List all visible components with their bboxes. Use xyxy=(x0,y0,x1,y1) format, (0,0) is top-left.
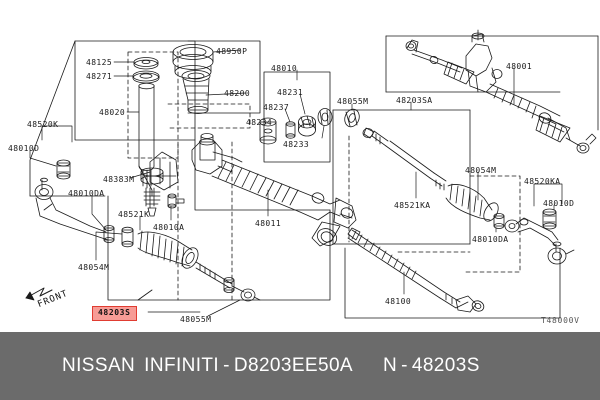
part-label-48237[interactable]: 48237 xyxy=(263,103,290,112)
part-label-48010DA[interactable]: 48010DA xyxy=(68,189,105,198)
part-label-48055M[interactable]: 48055M xyxy=(337,97,369,106)
part-label-48521KA[interactable]: 48521KA xyxy=(394,201,431,210)
brand-infiniti: INFINITI xyxy=(144,355,220,376)
part-label-48054M[interactable]: 48054M xyxy=(78,263,110,272)
part-label-48234[interactable]: 48234 xyxy=(246,118,273,127)
footer-suffix-dash: - xyxy=(401,355,408,376)
part-label-48203S-highlighted[interactable]: 48203S xyxy=(92,306,137,321)
part-label-48383M[interactable]: 48383M xyxy=(103,175,135,184)
part-label-48520K[interactable]: 48520K xyxy=(27,120,59,129)
footer-part-number: D8203EE50A xyxy=(233,355,354,376)
part-label-48200[interactable]: 48200 xyxy=(224,89,251,98)
part-label-48125[interactable]: 48125 xyxy=(86,58,113,67)
part-label-48010D[interactable]: 48010D xyxy=(8,144,40,153)
part-label-48950P[interactable]: 48950P xyxy=(216,47,248,56)
part-label-48271[interactable]: 48271 xyxy=(86,72,113,81)
part-label-48010A[interactable]: 48010A xyxy=(153,223,185,232)
footer-suffix-number: 48203S xyxy=(411,355,480,376)
footer-caption: NISSAN INFINITI - D8203EE50A N - 48203S xyxy=(0,355,480,377)
part-label-48054M-2[interactable]: 48054M xyxy=(465,166,497,175)
part-label-48055M-2[interactable]: 48055M xyxy=(180,315,212,324)
part-label-48020[interactable]: 48020 xyxy=(99,108,126,117)
part-label-48231[interactable]: 48231 xyxy=(277,88,304,97)
part-label-48520KA[interactable]: 48520KA xyxy=(524,177,561,186)
part-label-48233[interactable]: 48233 xyxy=(283,140,310,149)
brand-nissan: NISSAN xyxy=(62,355,136,376)
part-label-48010D-2[interactable]: 48010D xyxy=(543,199,575,208)
part-label-48011[interactable]: 48011 xyxy=(255,219,282,228)
part-label-48100[interactable]: 48100 xyxy=(385,297,412,306)
parts-diagram-canvas[interactable]: 48125 48271 48020 48950P 48200 48010 482… xyxy=(0,0,600,332)
part-label-48203SA[interactable]: 48203SA xyxy=(396,96,433,105)
part-label-48010DA-2[interactable]: 48010DA xyxy=(472,235,509,244)
footer-suffix-prefix: N xyxy=(383,355,398,376)
diagram-sheet-code: T48000V xyxy=(541,316,580,325)
brand-dash: - xyxy=(223,355,230,376)
diagram-linework xyxy=(25,29,599,319)
footer-bar: NISSAN INFINITI - D8203EE50A N - 48203S xyxy=(0,332,600,400)
part-label-48010[interactable]: 48010 xyxy=(271,64,298,73)
part-label-48521K[interactable]: 48521K xyxy=(118,210,150,219)
part-label-48001[interactable]: 48001 xyxy=(506,62,533,71)
